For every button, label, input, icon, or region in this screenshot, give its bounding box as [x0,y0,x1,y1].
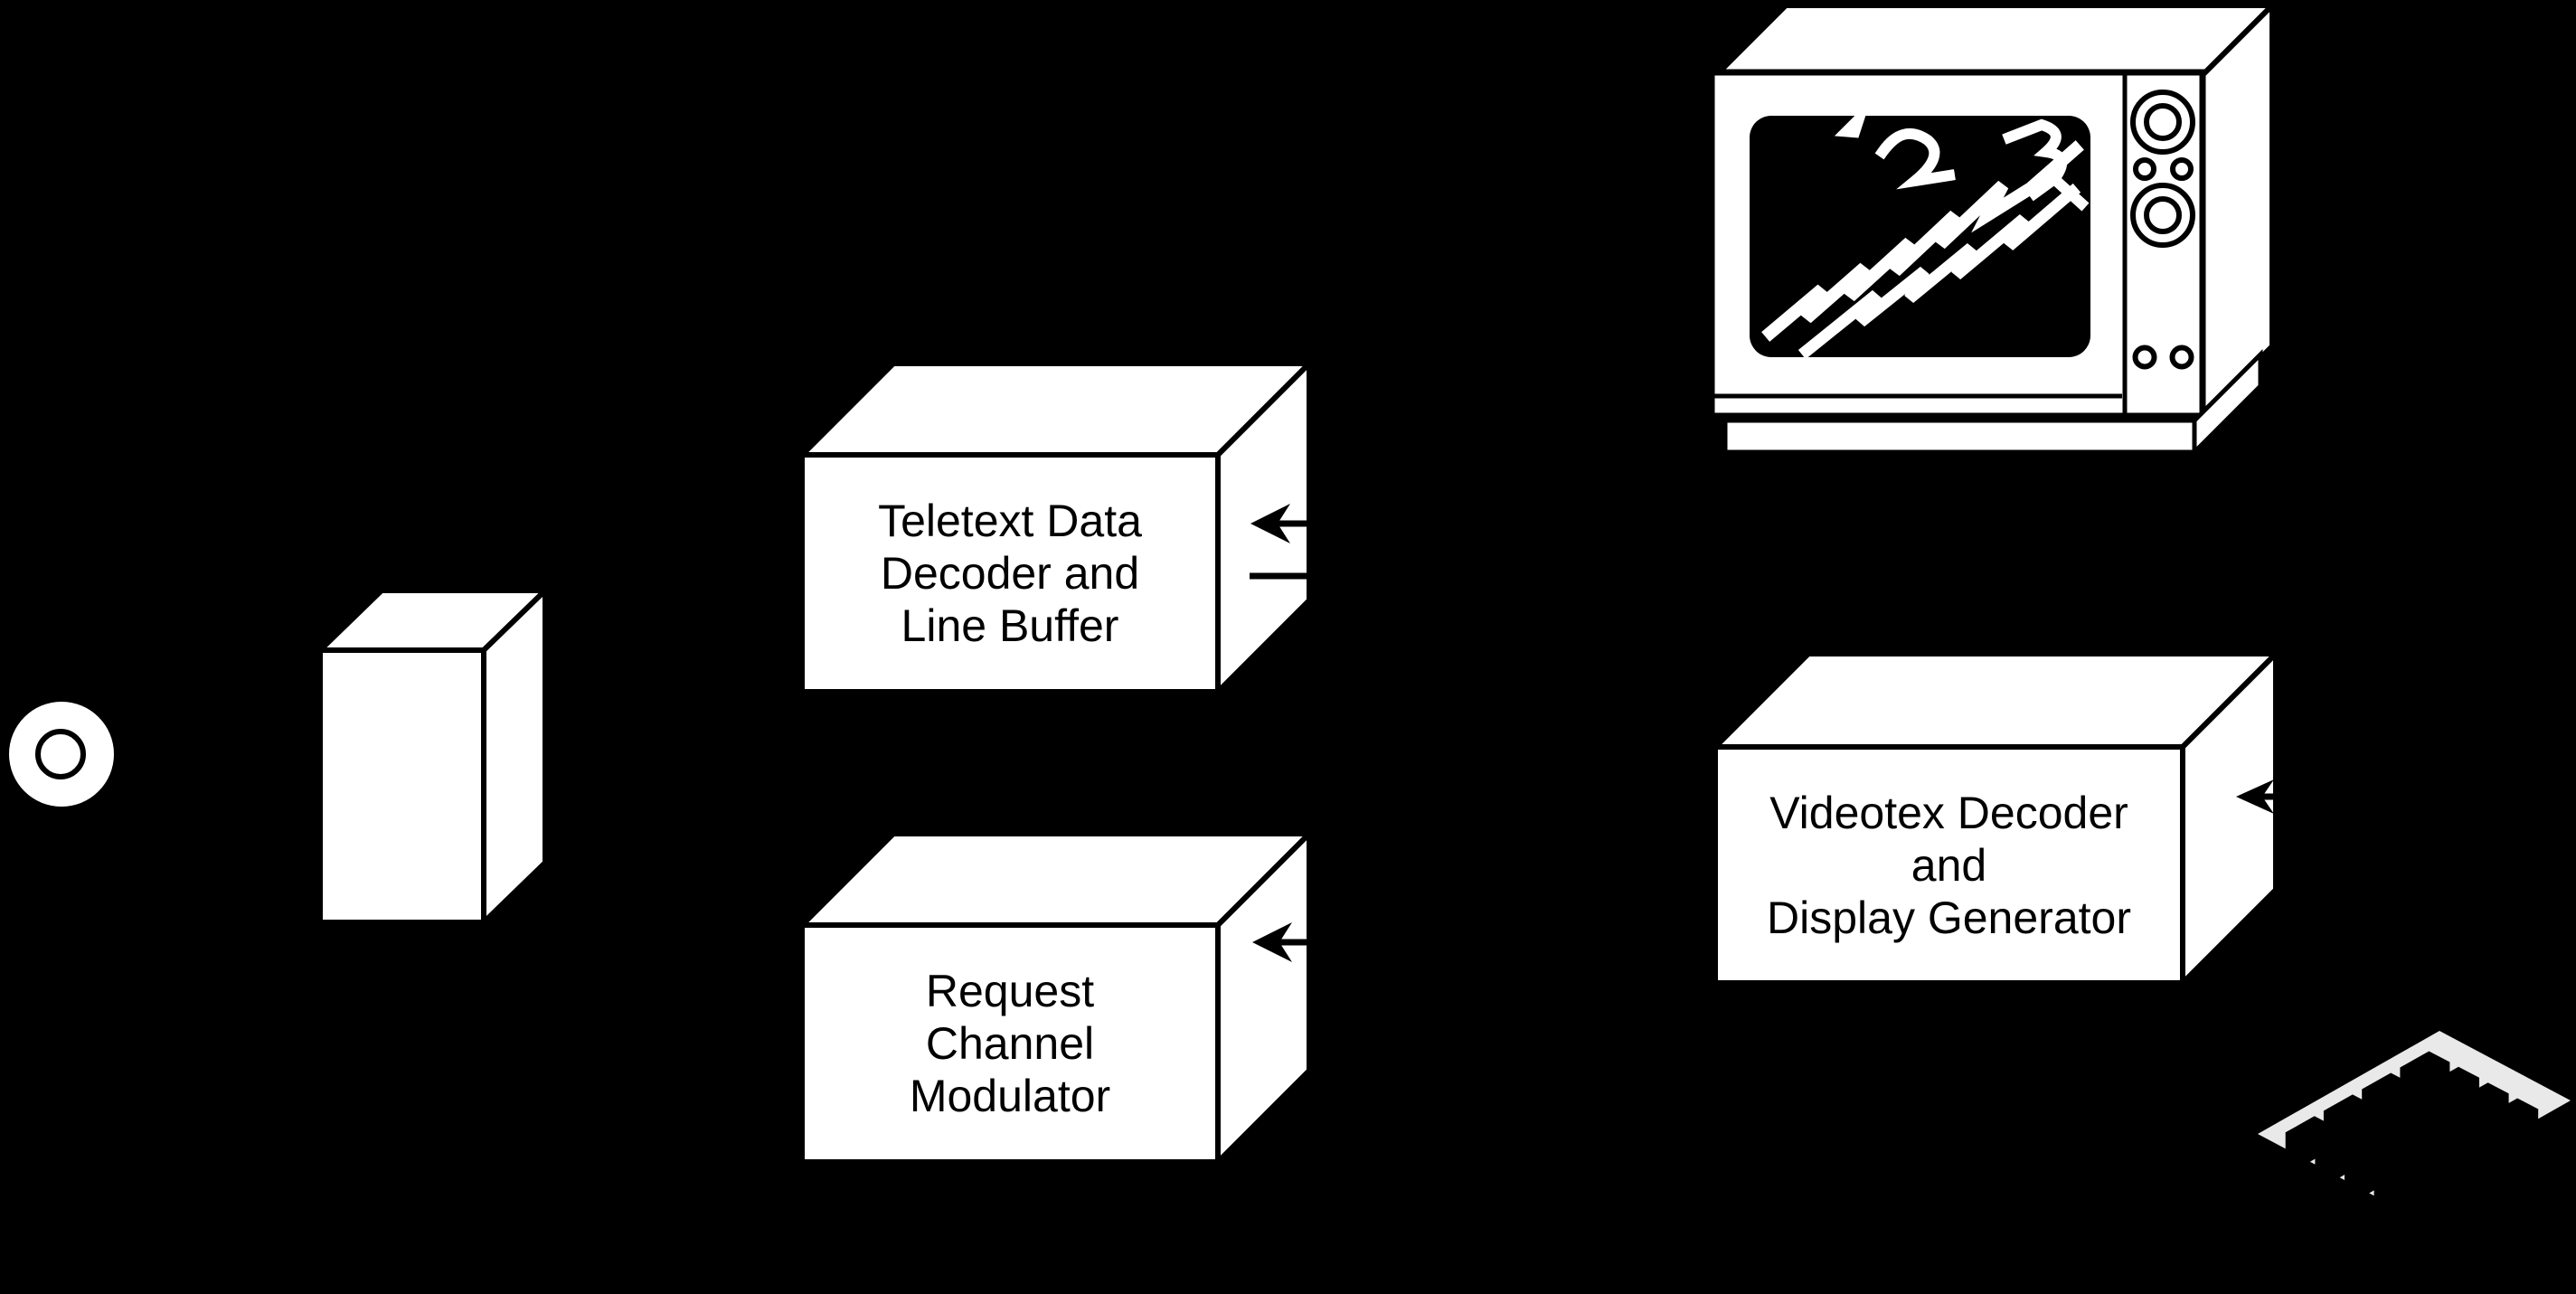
tv-knob-dot [2169,345,2194,370]
videotex-decoder-box [1708,647,2283,990]
converter-box [313,583,552,930]
tv-base [1722,418,2197,455]
arrow-into-videotex-decoder [2236,779,2276,814]
tv-top-face [1709,3,2279,78]
keypad [2258,1031,2571,1212]
keypad-key [2373,1163,2424,1212]
keypad-key [2411,1141,2462,1190]
tv-knob-dot [2170,157,2194,181]
arrow-into-request-modulator [1252,922,1309,962]
tv-screen-static-scribble [1761,100,2090,360]
keypad-key [2488,1098,2539,1147]
keypad-key [2450,1119,2500,1168]
arrow-into-teletext-box [1250,504,1309,543]
request-modulator-box [795,826,1316,1169]
teletext-decoder-box [795,356,1316,699]
cable-connector-icon [9,702,114,807]
tv-set [1708,0,2279,458]
tv-knobs [2130,90,2195,370]
tv-knob-dot [2132,345,2157,370]
tv-knob-dot [2133,157,2156,181]
